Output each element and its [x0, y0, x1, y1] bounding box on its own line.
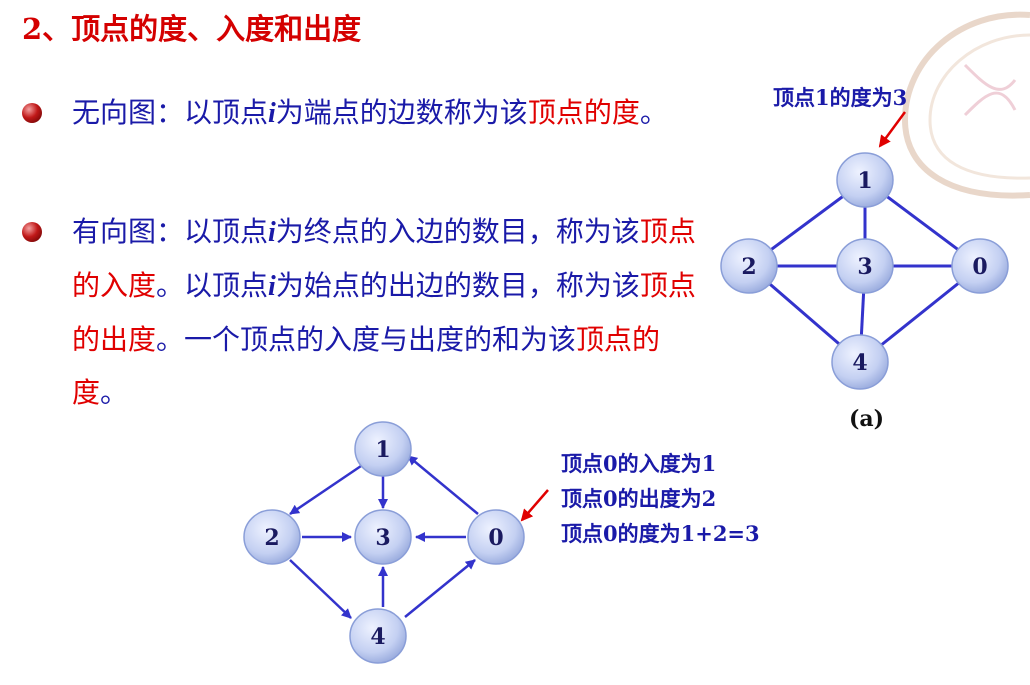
arc-0-1	[407, 455, 479, 515]
bullet-1	[22, 103, 42, 123]
arc-1-2	[289, 464, 362, 516]
directed-definition: 有向图：以顶点i为终点的入边的数目，称为该顶点的入度。以顶点i为始点的出边的数目…	[72, 205, 702, 419]
text-seg: 为终点的入边的数目，称为该	[275, 215, 640, 248]
vertex-label: 3	[375, 525, 390, 551]
pointer-arrow-a	[878, 111, 907, 148]
vertex-label: 0	[972, 254, 987, 280]
vertex-label: 4	[852, 350, 867, 376]
graph-b-vertex-4: 4	[349, 608, 407, 664]
graph-a-caption: (a)	[849, 406, 885, 432]
logo-watermark	[901, 11, 1030, 199]
graph-b-arcs	[289, 455, 479, 619]
slide-title: 2、顶点的度、入度和出度	[22, 12, 362, 46]
vertex-label: 2	[264, 525, 279, 551]
text-seg: 。	[100, 376, 129, 409]
vertex-label: 4	[370, 624, 385, 650]
text-seg: 无向图：以顶点	[72, 96, 269, 129]
out-degree-note: 顶点0的出度为2	[561, 486, 717, 511]
highlight-vertex: 顶点的	[576, 323, 661, 356]
vertex-label: 1	[375, 437, 390, 463]
vertex-label: 2	[741, 254, 756, 280]
highlight-out-degree: 顶点的出度	[72, 269, 696, 356]
vertex-label: 1	[857, 168, 872, 194]
var-i: i	[268, 217, 276, 248]
graph-a-vertex-0: 0	[951, 238, 1009, 294]
text-seg: 为端点的边数称为该	[275, 96, 528, 129]
var-i: i	[268, 271, 276, 302]
graph-a-vertex-4: 4	[831, 334, 889, 390]
bullet-2	[22, 222, 42, 242]
graph-b-vertex-2: 2	[243, 509, 301, 565]
text-seg: 。一个顶点的入度与出度的和为该	[156, 323, 577, 356]
graph-b-vertex-1: 1	[354, 421, 412, 477]
graph-b-vertex-0: 0	[467, 509, 525, 565]
arc-2-4	[289, 559, 352, 619]
graph-a-vertex-1: 1	[836, 152, 894, 208]
text-seg: 有向图：以顶点	[72, 215, 269, 248]
text-seg: 。	[639, 96, 668, 129]
undirected-degree-note: 顶点1的度为3	[773, 85, 908, 110]
in-degree-note: 顶点0的入度为1	[561, 451, 717, 476]
highlight-degree: 顶点的度	[527, 96, 640, 129]
graph-a-vertex-2: 2	[720, 238, 778, 294]
text-seg: 为始点的出边的数目，称为该	[275, 269, 640, 302]
pointer-arrow-b	[520, 489, 549, 522]
highlight-degree: 度	[72, 376, 101, 409]
graph-a-vertex-3: 3	[836, 238, 894, 294]
undirected-definition: 无向图：以顶点i为端点的边数称为该顶点的度。	[72, 86, 692, 140]
total-degree-note: 顶点0的度为1+2=3	[561, 521, 760, 546]
var-i: i	[268, 98, 276, 129]
arc-4-0	[404, 559, 476, 618]
highlight-in-degree: 顶点的入度	[72, 215, 696, 302]
vertex-label: 3	[857, 254, 872, 280]
vertex-label: 0	[488, 525, 503, 551]
graph-b-vertex-3: 3	[354, 509, 412, 565]
text-seg: 。以顶点	[156, 269, 269, 302]
